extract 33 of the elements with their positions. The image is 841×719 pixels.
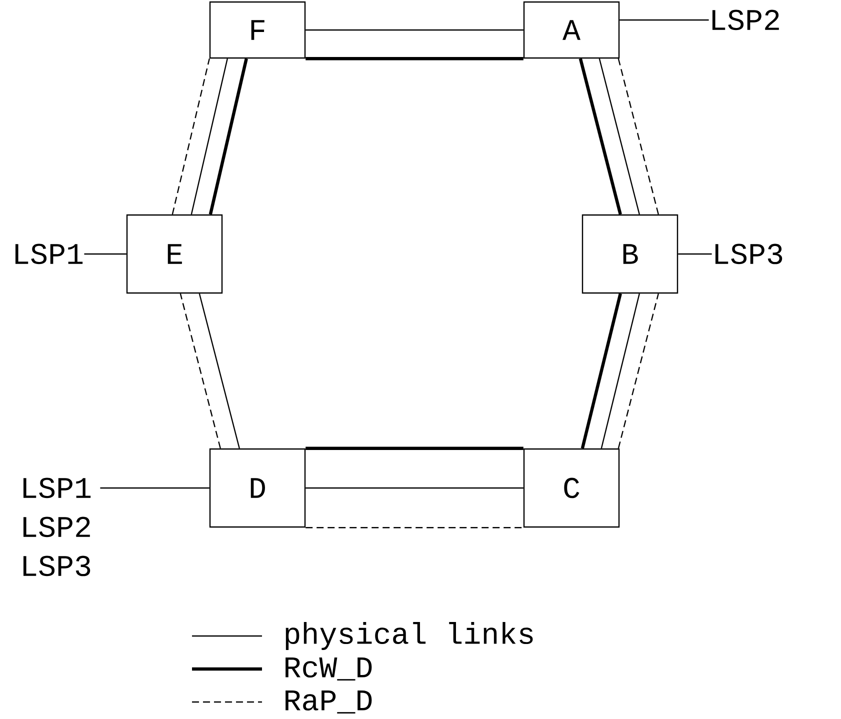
link-line [306,527,524,528]
router-box: D [209,448,306,528]
link-line [190,58,228,215]
lsp-list: LSP1 LSP2 LSP3 [23,478,91,576]
link-line [180,293,221,449]
link-line [618,58,659,215]
link-line [306,487,524,489]
link-line [578,58,622,215]
router-box: C [523,448,620,528]
link-line [208,58,248,215]
legend-text: physical links [286,622,533,650]
link-line [306,446,524,450]
leader-line [84,253,126,255]
link-line [618,293,659,449]
link-line [600,293,640,449]
link-line [306,29,524,31]
link-line [172,58,210,215]
lsp-label: LSP3 [715,244,782,264]
router-box: F [209,1,306,59]
router-box: E [126,214,223,294]
lsp-label: LSP1 [15,244,83,264]
leader-line [100,487,210,489]
router-box: B [582,214,678,294]
link-line [306,57,524,60]
leader-line [678,253,712,255]
leader-line [620,19,709,21]
legend-text: RaP_D [286,690,372,714]
link-line [598,58,640,215]
legend-text: RcW_D [286,658,372,680]
router-box: A [523,1,620,59]
link-line [198,293,240,449]
lsp-label: LSP2 [712,10,779,30]
link-line [580,293,622,449]
